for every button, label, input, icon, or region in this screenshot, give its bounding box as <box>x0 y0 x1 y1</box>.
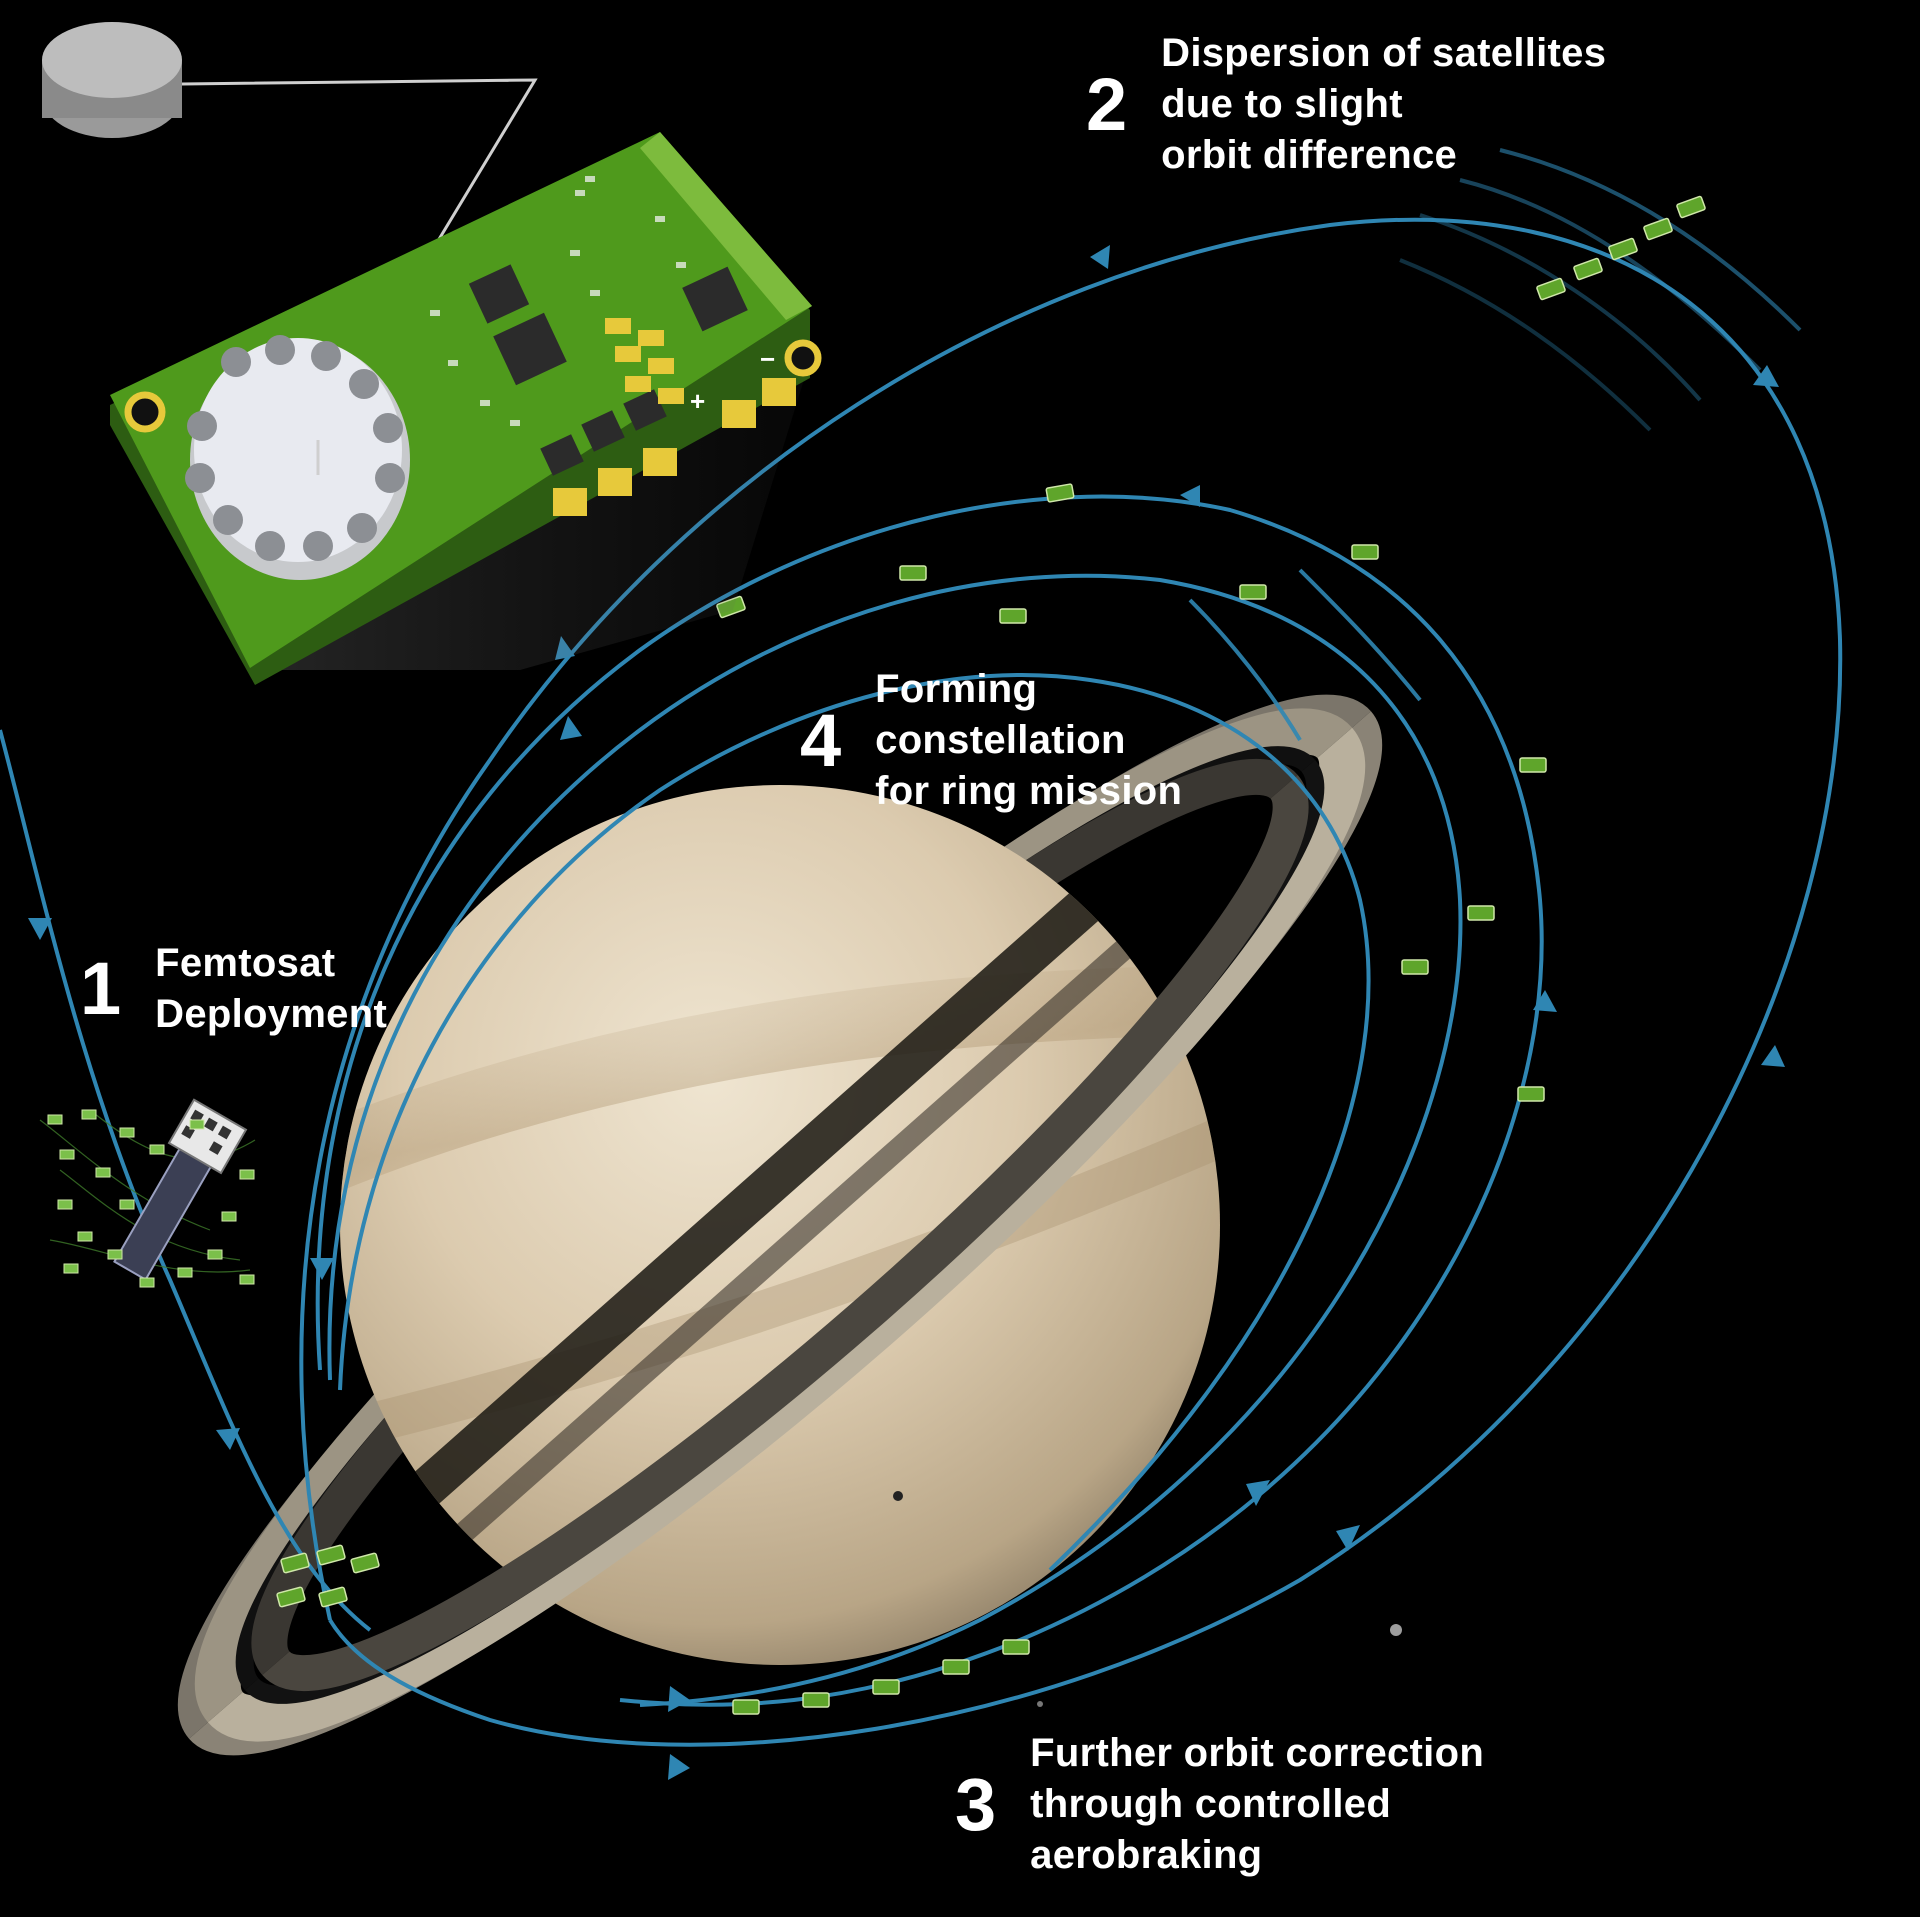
step-number: 3 <box>955 1762 997 1846</box>
orbit-path-3-mid-b <box>327 573 1463 1707</box>
step-text-line: Deployment <box>155 992 388 1036</box>
component-callout <box>42 22 538 441</box>
pcb-plus-label: + <box>690 386 705 416</box>
orbit-path-4-inner <box>338 672 1371 1572</box>
step-2-label: 2 Dispersion of satellites due to slight… <box>1086 28 1606 181</box>
step-text-line: Forming <box>875 667 1038 711</box>
step-number: 2 <box>1086 62 1128 146</box>
step-text-line: for ring mission <box>875 769 1183 813</box>
step-1-label: 1 Femtosat Deployment <box>80 938 387 1040</box>
orbit-path-2-outer <box>299 217 1843 1747</box>
femtosat-deployer <box>39 1098 256 1288</box>
step-text-line: Dispersion of satellites <box>1161 31 1607 75</box>
pcb-pads <box>553 318 796 516</box>
step-3-label: 3 Further orbit correction through contr… <box>955 1728 1484 1881</box>
step-4-label: 4 Forming constellation for ring mission <box>800 664 1182 817</box>
step-text: Further orbit correction through control… <box>1030 1728 1484 1881</box>
pcb-chips <box>468 264 748 476</box>
step-text-line: constellation <box>875 718 1126 762</box>
step-text-line: Femtosat <box>155 941 336 985</box>
step-text-line: due to slight <box>1161 82 1403 126</box>
step-text-line: Further orbit correction <box>1030 1731 1485 1775</box>
step-text-line: aerobraking <box>1030 1833 1263 1877</box>
moon <box>1390 1624 1402 1636</box>
pcb-sensor-disk <box>185 335 410 580</box>
step-text: Dispersion of satellites due to slight o… <box>1161 28 1606 181</box>
step-text-line: through controlled <box>1030 1782 1392 1826</box>
step-number: 4 <box>800 698 842 782</box>
pcb-minus-label: − <box>760 344 775 374</box>
step-text-line: orbit difference <box>1161 133 1458 177</box>
femtosat-pcb: + − <box>110 132 822 685</box>
step-text: Femtosat Deployment <box>155 938 387 1040</box>
step-number: 1 <box>80 947 122 1030</box>
step-text: Forming constellation for ring mission <box>875 664 1182 817</box>
saturn-ring-front <box>189 711 1383 1756</box>
moon <box>1037 1701 1043 1707</box>
